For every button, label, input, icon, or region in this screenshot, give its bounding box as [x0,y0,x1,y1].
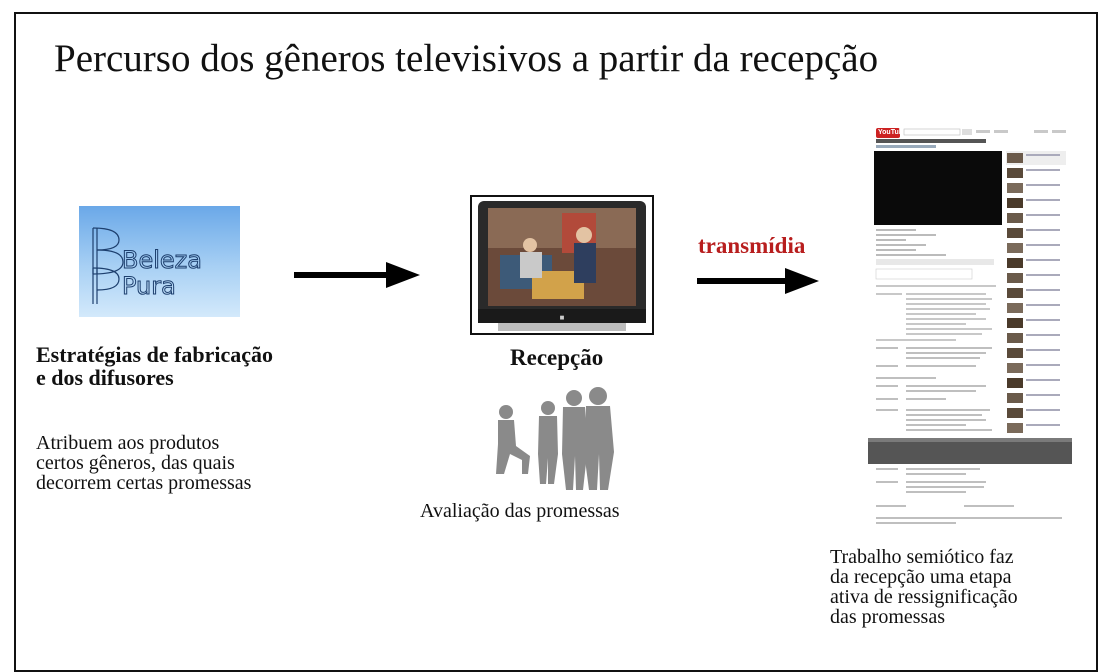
logo-line1: Beleza [122,246,202,274]
strategies-body-line2: certos gêneros, das quais [36,452,235,474]
strategies-body-line1: Atribuem aos produtos [36,432,220,454]
strategies-body: Atribuem aos produtos certos gêneros, da… [36,433,251,493]
semiotic-work-line2: da recepção uma etapa [830,566,1012,588]
evaluation-caption: Avaliação das promessas [420,500,620,522]
reception-heading: Recepção [510,345,604,370]
transmedia-label: transmídia [698,233,806,258]
strategies-heading-line1: Estratégias de fabricação [36,342,274,367]
strategies-heading-line2: e dos difusores [36,365,174,390]
people-silhouette-icon [488,384,618,490]
strategies-body-line3: decorrem certas promessas [36,472,252,494]
strategies-heading: Estratégias de fabricação e dos difusore… [36,343,273,389]
arrow-right-icon [294,262,420,288]
semiotic-work-line4: das promessas [830,606,945,628]
beleza-pura-logo: Beleza Pura [79,206,240,317]
youtube-logo: YouTube [876,128,907,138]
svg-text:■: ■ [560,315,565,321]
tv-icon: ■ [470,195,654,335]
arrow-right-icon [697,268,819,294]
logo-line2: Pura [122,272,176,300]
youtube-page-thumbnail: YouTube [868,125,1072,529]
semiotic-work-line3: ativa de ressignificação [830,586,1018,608]
semiotic-work-text: Trabalho semiótico faz da recepção uma e… [830,547,1018,627]
slide-title: Percurso dos gêneros televisivos a parti… [54,37,879,80]
semiotic-work-line1: Trabalho semiótico faz [830,546,1014,568]
